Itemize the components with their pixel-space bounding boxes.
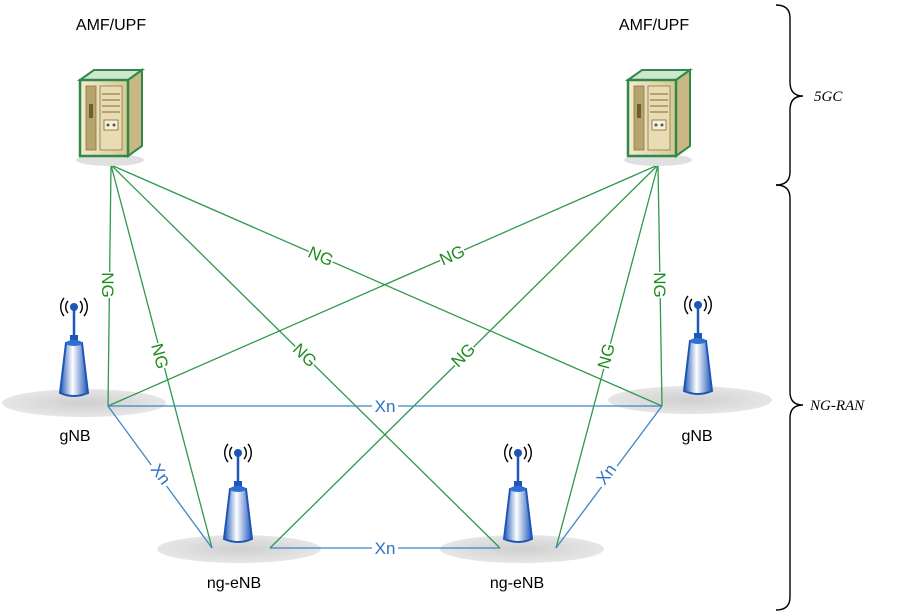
gnb-right-tower-icon bbox=[682, 294, 714, 396]
ng-label-amf_right-gnb_left: NG bbox=[435, 239, 469, 271]
node-label-gnb-right: gNB bbox=[681, 428, 712, 445]
amf-right-server-icon bbox=[622, 68, 694, 168]
ng-label-amf_left-gnb_right-text: NG bbox=[305, 243, 336, 271]
node-label-amf-left: AMF/UPF bbox=[76, 17, 146, 34]
xn-links bbox=[107, 405, 663, 549]
shadow-gnb-right bbox=[608, 386, 772, 414]
ng-label-amf_left-gnb_left: NG bbox=[97, 272, 119, 298]
ng-label-amf_right-ngenb_left-text: NG bbox=[448, 340, 479, 371]
ng-label-amf_right-ngenb_left-bg bbox=[446, 338, 480, 372]
ng-label-amf_left-ngenb_left: NG bbox=[146, 340, 174, 372]
region-label-ng-ran: NG-RAN bbox=[809, 398, 865, 414]
xn-label-ngenb_right-gnb_right-text: Xn bbox=[593, 460, 621, 488]
ng-label-amf_right-gnb_right-text: NG bbox=[650, 272, 669, 298]
shadow-gnb-left bbox=[2, 389, 166, 417]
xn-label-ngenb_left-ngenb_right-bg bbox=[372, 537, 398, 559]
xn-label-gnb_left-gnb_right-text: Xn bbox=[375, 397, 396, 416]
ng-label-amf_left-gnb_left-bg bbox=[97, 272, 119, 298]
ng-label-amf_right-gnb_left-bg bbox=[435, 239, 469, 271]
xn-label-ngenb_left-ngenb_right: Xn bbox=[372, 537, 398, 559]
shadow-ngenb-right bbox=[440, 535, 604, 563]
ng-link-amf_right-gnb_left bbox=[107, 164, 659, 407]
xn-label-ngenb_left-ngenb_right-text: Xn bbox=[375, 539, 396, 558]
ng-label-amf_left-gnb_left-text: NG bbox=[98, 272, 117, 298]
node-label-ngenb-right: ng-eNB bbox=[490, 575, 544, 592]
shadow-ngenb-left bbox=[157, 535, 321, 563]
ng-links bbox=[107, 164, 663, 549]
node-label-ngenb-left: ng-eNB bbox=[207, 575, 261, 592]
xn-label-ngenb_right-gnb_right-bg bbox=[589, 457, 623, 491]
xn-label-gnb_left-gnb_right: Xn bbox=[372, 395, 398, 417]
amf-left-server-icon bbox=[74, 68, 146, 168]
ng-label-amf_right-ngenb_right: NG bbox=[592, 340, 620, 372]
ng-label-amf_left-ngenb_right-bg bbox=[288, 338, 322, 372]
ngenb-right-tower-icon bbox=[502, 442, 534, 544]
node-label-amf-right: AMF/UPF bbox=[619, 17, 689, 34]
ng-label-amf_left-gnb_right-bg bbox=[304, 240, 338, 272]
xn-label-ngenb_right-gnb_right: Xn bbox=[589, 457, 623, 491]
ng-label-amf_left-gnb_right: NG bbox=[304, 240, 338, 272]
ng-label-amf_right-gnb_left-text: NG bbox=[437, 242, 468, 270]
ng-label-amf_left-ngenb_left-bg bbox=[146, 340, 174, 372]
xn-label-gnb_left-gnb_right-bg bbox=[372, 395, 398, 417]
ng-label-amf_right-ngenb_right-bg bbox=[592, 340, 620, 372]
xn-label-gnb_left-ngenb_left-bg bbox=[144, 457, 178, 491]
region-label-5gc: 5GC bbox=[814, 89, 843, 105]
node-label-gnb-left: gNB bbox=[59, 428, 90, 445]
ngenb-left-tower-icon bbox=[222, 442, 254, 544]
node-shadows bbox=[2, 386, 772, 563]
ran-brace bbox=[775, 184, 804, 611]
ng-label-amf_right-ngenb_left: NG bbox=[446, 338, 480, 372]
ng-label-amf_right-gnb_right: NG bbox=[649, 272, 671, 298]
gnb-left-tower-icon bbox=[58, 296, 90, 398]
ng-link-amf_left-gnb_right bbox=[110, 164, 663, 407]
ng-label-amf_right-gnb_right-bg bbox=[649, 272, 671, 298]
core-brace bbox=[775, 4, 804, 186]
